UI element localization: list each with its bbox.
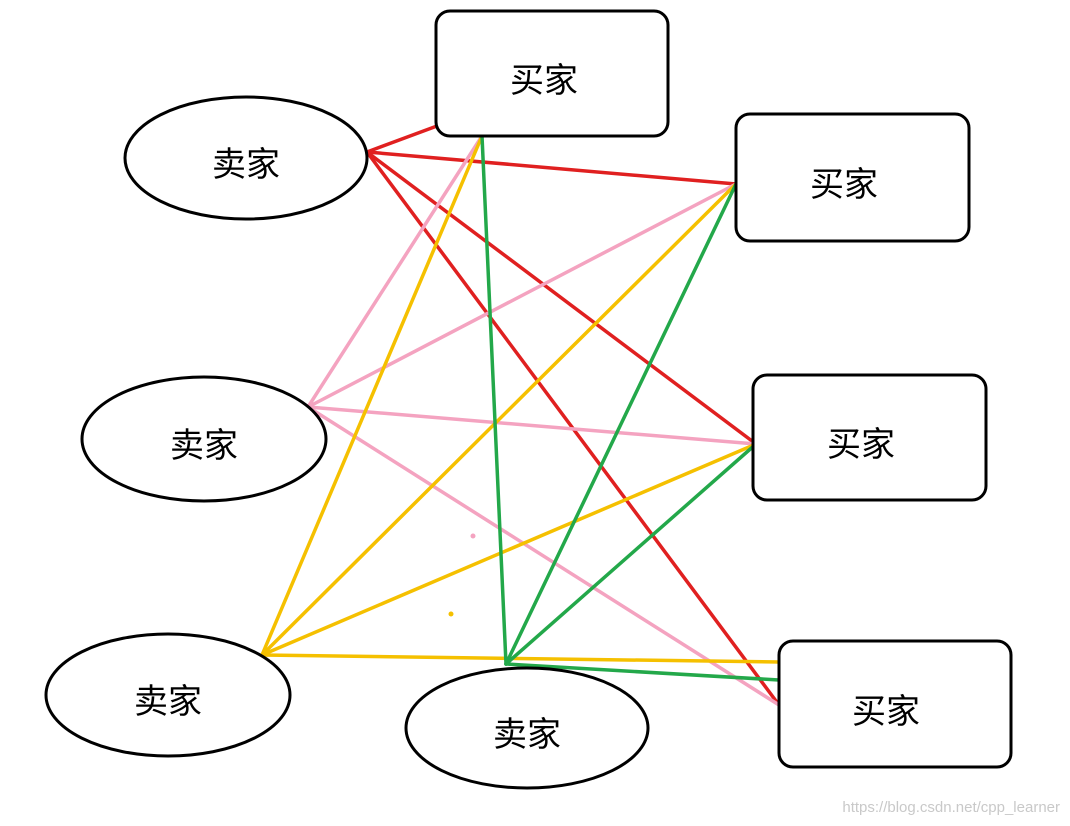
edge-s1-to-b2	[365, 150, 738, 186]
seller-label: 卖家	[134, 682, 202, 722]
edge-s2-to-b2	[306, 182, 738, 409]
seller-node-1: 卖家	[123, 95, 369, 221]
buyer-node-1: 买家	[434, 9, 670, 138]
seller-label: 卖家	[493, 715, 561, 755]
buyer-label: 买家	[852, 692, 920, 732]
edge-s1-to-b1	[365, 124, 439, 154]
edge-s4-to-b2	[504, 182, 738, 666]
edge-s3-to-b3	[260, 442, 758, 657]
buyer-node-4: 买家	[777, 639, 1013, 769]
edges	[260, 124, 781, 707]
seller-node-2: 卖家	[80, 375, 328, 503]
stray-dot-yellow	[448, 611, 454, 617]
buyer-label: 买家	[827, 425, 895, 465]
edge-s4-to-b3	[504, 442, 758, 666]
edge-s4-to-b1	[480, 134, 508, 666]
edge-s2-to-b3	[306, 405, 758, 446]
seller-label: 卖家	[212, 145, 280, 185]
edge-s4-to-b4	[504, 662, 781, 682]
stray-dot-pink	[470, 533, 476, 539]
seller-node-4: 卖家	[404, 666, 650, 790]
edge-s2-to-b1	[306, 134, 484, 409]
edge-s3-to-b2	[260, 182, 738, 657]
buyer-node-2: 买家	[734, 112, 971, 243]
edge-s3-to-b1	[260, 134, 484, 657]
buyer-node-3: 买家	[751, 373, 988, 502]
edge-s3-to-b4	[260, 653, 781, 664]
buyer-label: 买家	[810, 165, 878, 205]
edge-s1-to-b3	[365, 150, 758, 446]
seller-node-3: 卖家	[44, 632, 292, 758]
seller-label: 卖家	[170, 426, 238, 466]
edge-s2-to-b5	[306, 405, 781, 707]
watermark-url: https://blog.csdn.net/cpp_learner	[842, 799, 1060, 816]
buyer-label: 买家	[510, 61, 578, 101]
